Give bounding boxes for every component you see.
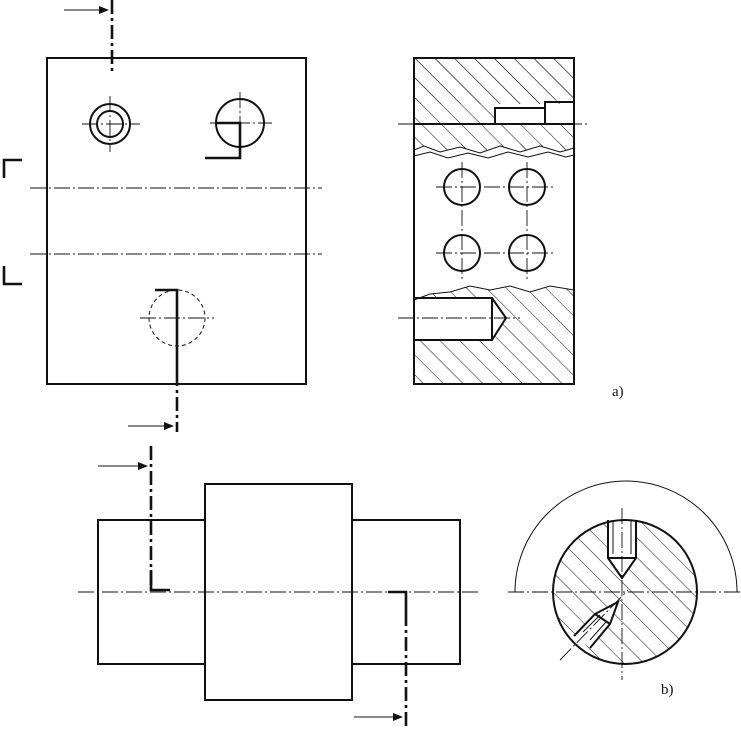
hole-pattern	[436, 162, 553, 280]
fig-b-shaft-view	[78, 446, 480, 728]
fig-a-front-view	[2, 0, 322, 432]
figure-label-a: a)	[612, 384, 624, 400]
cutting-bracket-lower	[2, 266, 22, 286]
hidden-hole-bottom	[140, 288, 214, 372]
cutting-bracket-upper	[2, 158, 22, 178]
outer-semicircle	[514, 480, 738, 593]
hole-top-right	[205, 92, 272, 160]
fig-a-section-view	[398, 57, 590, 385]
counterbore-hole	[82, 96, 140, 152]
section-disc	[552, 519, 698, 665]
fig-b-section-disc	[508, 480, 740, 680]
figure-label-b: b)	[661, 682, 674, 698]
